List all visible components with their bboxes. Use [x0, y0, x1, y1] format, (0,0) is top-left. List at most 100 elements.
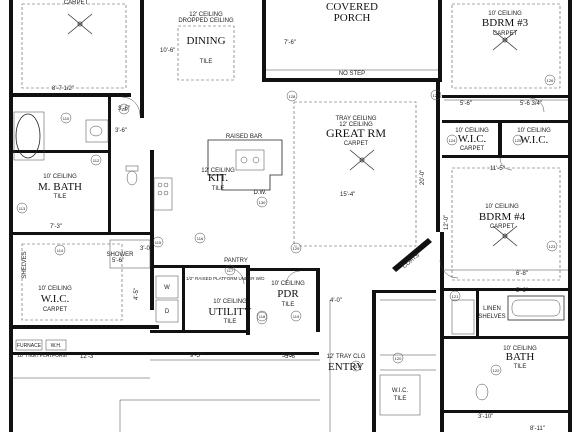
utility-name: UTILITY	[208, 306, 251, 318]
furnace-platform: 18" HIGH PLATFORM	[17, 353, 66, 359]
bath-floor: TILE	[514, 364, 527, 370]
wic-b-ceiling: 10' CEILING	[517, 128, 551, 134]
svg-text:117: 117	[227, 268, 234, 273]
m-bath-floor: TILE	[54, 194, 67, 200]
svg-text:130: 130	[259, 200, 266, 205]
room-labels: CARPET 8'-7 1/2" 12' CEILING DROPPED CEI…	[15, 0, 551, 432]
entry-name: ENTRY	[328, 361, 364, 373]
m-bath-ceiling: 10' CEILING	[43, 174, 77, 180]
bdrm3-name: BDRM #3	[482, 17, 529, 29]
svg-text:112: 112	[93, 158, 100, 163]
utility-floor: TILE	[224, 319, 237, 325]
svg-text:113: 113	[19, 206, 26, 211]
pdr-floor: TILE	[282, 302, 295, 308]
entry-ceiling: 12' TRAY CLG	[327, 354, 366, 360]
great-rm-ceiling-2: 12' CEILING	[339, 122, 373, 128]
wic-master-shower: SHOWER	[107, 252, 135, 258]
tag-marker: 131	[350, 360, 362, 372]
bdrm4-depth: 12'-0"	[444, 215, 450, 230]
pdr-name: PDR	[277, 288, 299, 300]
tag-marker: 113	[16, 202, 28, 214]
water-heater-box	[45, 339, 67, 351]
svg-text:123: 123	[549, 244, 556, 249]
furnace-wh: W.H.	[51, 343, 62, 349]
m-bath-name: M. BATH	[38, 181, 82, 193]
tag-marker: 114	[54, 244, 66, 256]
utility-w: W	[164, 285, 170, 291]
svg-text:114: 114	[57, 248, 64, 253]
svg-text:126: 126	[547, 78, 554, 83]
svg-text:120: 120	[395, 356, 402, 361]
bdrm4-ceiling: 10' CEILING	[485, 204, 519, 210]
kit-name: KIT.	[208, 172, 229, 184]
svg-text:128: 128	[289, 94, 296, 99]
svg-text:125: 125	[515, 138, 522, 143]
great-rm-floor: CARPET	[344, 141, 369, 147]
m-bath-dim3: 5'-6"	[112, 258, 124, 264]
m-bath-dim1: 3'-6"	[115, 128, 127, 134]
dim-bottom-8-11: 8'-11"	[530, 426, 545, 432]
dim-top: 3'-6"	[118, 106, 130, 112]
tag-marker: 111	[118, 103, 130, 115]
tag-marker: 124	[446, 134, 458, 146]
fan-icon	[492, 29, 518, 51]
tag-marker: 126	[544, 74, 556, 86]
svg-text:129: 129	[293, 246, 300, 251]
great-rm-width: 15'-4"	[340, 192, 355, 198]
bath-linen: LINEN	[483, 306, 501, 312]
svg-text:131: 131	[353, 364, 360, 369]
svg-text:121: 121	[452, 294, 459, 299]
porch-name-2: PORCH	[334, 12, 371, 24]
bdrm4-name: BDRM #4	[479, 211, 526, 223]
wic-a-ceiling: 10' CEILING	[455, 128, 489, 134]
svg-text:127: 127	[433, 93, 440, 98]
svg-text:122: 122	[493, 368, 500, 373]
tag-marker: 120	[392, 352, 404, 364]
bath-dim2: 5'-6"	[516, 288, 528, 294]
bath-shelves: SHELVES	[478, 314, 505, 320]
svg-text:115: 115	[155, 240, 162, 245]
walls	[9, 0, 572, 432]
tag-marker: 115	[152, 236, 164, 248]
m-bath-dim2: 7'-3"	[50, 224, 62, 230]
ceiling-fans	[67, 13, 518, 247]
tag-marker: 117	[224, 264, 236, 276]
utility-note: 1/2" RAISED PLATFORM UNDER W/D	[186, 276, 265, 281]
fan-icon	[349, 149, 375, 171]
wic-small-floor: TILE	[394, 396, 407, 402]
bdrm4-floor: CARPET	[490, 224, 515, 230]
wic-a-floor: CARPET	[460, 146, 485, 152]
right-5-6: 5'-6"	[460, 101, 472, 107]
dim-bottom-3-10: 3'-10"	[478, 414, 493, 420]
porch-name-1: COVERED	[326, 1, 378, 13]
fan-icon	[67, 13, 93, 35]
tag-marker: 130	[256, 196, 268, 208]
svg-text:118: 118	[259, 314, 266, 319]
top-left-dim: 8'-7 1/2"	[52, 86, 74, 92]
m-bath-dim4: 3'-0"	[140, 246, 152, 252]
great-rm-ceiling-1: TRAY CEILING	[335, 116, 376, 122]
bdrm4-width: 11'-5"	[490, 166, 505, 172]
dining-name: DINING	[186, 35, 225, 47]
pdr-ceiling: 10' CEILING	[271, 281, 305, 287]
tag-marker: 119	[290, 310, 302, 322]
porch-ceiling: 7'-6"	[284, 40, 296, 46]
furnace-label: FURNACE	[17, 343, 42, 349]
dining-dim: 10'-6"	[160, 48, 175, 54]
tag-marker: 121	[449, 290, 461, 302]
tag-marker: 110	[60, 112, 72, 124]
tag-markers: 110 111 112 113 114 115 116 117 118 119 …	[16, 74, 558, 376]
tag-marker: 122	[490, 364, 502, 376]
tag-marker: 112	[90, 154, 102, 166]
bdrm3-floor: CARPET	[493, 31, 518, 37]
bdrm3-ceiling: 10' CEILING	[488, 11, 522, 17]
furnace-dim: 12'-3"	[80, 354, 95, 360]
bath-dim1: 6'-8"	[516, 271, 528, 277]
wic-master-name: W.I.C.	[41, 293, 70, 305]
tag-marker: 118	[256, 310, 268, 322]
dim-bottom-9-5: 9'-5"	[190, 353, 202, 359]
tag-marker: 123	[546, 240, 558, 252]
svg-text:110: 110	[63, 116, 70, 121]
detail-lines	[12, 3, 568, 432]
